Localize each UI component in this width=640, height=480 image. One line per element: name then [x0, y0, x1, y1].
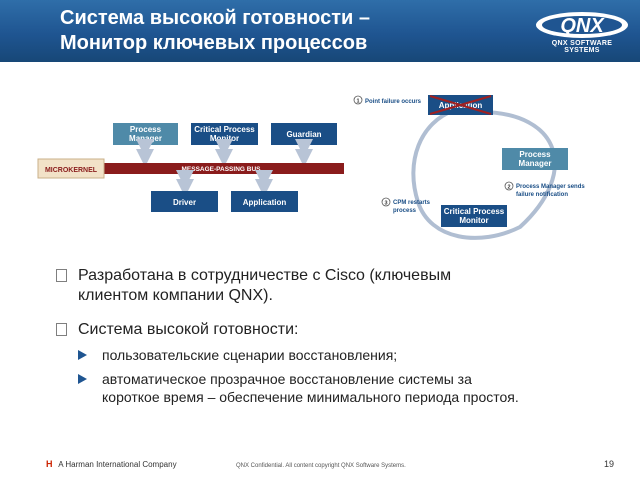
- step-3-number: 3: [384, 201, 387, 207]
- microkernel-box: [37, 158, 105, 179]
- bullet-marker: [56, 323, 67, 336]
- message-bus-label: MESSAGE-PASSING BUS: [182, 166, 262, 173]
- footer-company-text: A Harman International Company: [58, 460, 177, 469]
- logo-text: QNX SOFTWARE SYSTEMS: [551, 40, 613, 54]
- failure-cross-2: [429, 94, 492, 116]
- step-3-label-2: process: [393, 208, 417, 214]
- step-3-marker: [381, 197, 391, 207]
- step-2-label-2: failure notification: [516, 192, 568, 198]
- step-2-label-1: Process Manager sends: [516, 184, 585, 190]
- rec-cpm-label-1: Critical Process: [444, 207, 505, 216]
- qnx-logo: QNX: [536, 12, 628, 38]
- recovery-diagram: 1 Point failure occurs Application Proce…: [353, 94, 585, 240]
- step-2-number: 2: [507, 185, 510, 191]
- bullet-marker: [56, 269, 67, 282]
- bullet-item: Разработана в сотрудничестве с Cisco (кл…: [56, 266, 626, 306]
- step-1-label: Point failure occurs: [365, 99, 422, 105]
- microkernel-label: MICROKERNEL: [45, 167, 98, 174]
- sub-bullet-item: автоматическое прозрачное восстановление…: [50, 370, 626, 406]
- step-2-marker: [504, 181, 514, 191]
- process-manager-label-1: Process: [130, 125, 162, 134]
- page-number: 19: [604, 459, 615, 469]
- sub-bullet-arrow-icon: [78, 374, 87, 384]
- cpm-label-2: Monitor: [210, 134, 239, 143]
- driver-box: [151, 191, 218, 212]
- rec-cpm-label-2: Monitor: [459, 216, 488, 225]
- process-manager-label-2: Manager: [129, 134, 162, 143]
- rec-process-manager-label-1: Process: [519, 150, 551, 159]
- process-manager-box: [113, 123, 178, 145]
- sub-bullet-text-2a: автоматическое прозрачное восстановление…: [102, 371, 472, 387]
- bullet-item: Система высокой готовности: пользователь…: [56, 320, 626, 406]
- application-box: [231, 191, 298, 212]
- rec-process-manager-label-2: Manager: [519, 159, 552, 168]
- svg-text:QNX: QNX: [560, 15, 605, 37]
- recovery-cycle-arrow: [411, 108, 557, 240]
- bullet-text-1a: Разработана в сотрудничестве с Cisco (кл…: [78, 267, 452, 284]
- title-line-2: Монитор ключевых процессов: [60, 32, 368, 54]
- driver-label: Driver: [173, 198, 196, 207]
- sub-bullet-text-2b: короткое время – обеспечение минимальног…: [102, 389, 519, 405]
- step-1-marker: [353, 95, 363, 105]
- application-label: Application: [243, 198, 287, 207]
- page-title: Система высокой готовности – Монитор клю…: [60, 6, 370, 56]
- header-bar: Система высокой готовности – Монитор клю…: [0, 0, 640, 62]
- bullet-text-2: Система высокой готовности:: [78, 321, 299, 338]
- guardian-box: [271, 123, 337, 145]
- cpm-box: [191, 123, 258, 145]
- step-1-number: 1: [356, 99, 359, 105]
- harman-logo-icon: H: [46, 459, 53, 469]
- cpm-label-1: Critical Process: [194, 125, 255, 134]
- architecture-diagram: Process Manager Critical Process Monitor…: [37, 123, 344, 212]
- rec-cpm-box: [441, 205, 507, 227]
- message-bus: [98, 163, 344, 174]
- step-3-label-1: CPM restarts: [393, 200, 431, 206]
- sub-bullet-text-1: пользовательские сценарии восстановления…: [102, 347, 398, 363]
- title-line-1: Система высокой готовности –: [60, 7, 371, 29]
- bullet-text-1b: клиентом компании QNX).: [78, 287, 273, 304]
- sub-bullet-item: пользовательские сценарии восстановления…: [50, 346, 626, 364]
- sub-bullet-arrow-icon: [78, 350, 87, 360]
- diagrams-area: Process Manager Critical Process Monitor…: [37, 94, 585, 240]
- footer-company: H A Harman International Company: [46, 459, 177, 469]
- footer-confidential: QNX Confidential. All content copyright …: [236, 463, 406, 469]
- bullet-list: Разработана в сотрудничестве с Cisco (кл…: [56, 266, 626, 406]
- guardian-label: Guardian: [286, 130, 321, 139]
- rec-process-manager-box: [502, 148, 568, 170]
